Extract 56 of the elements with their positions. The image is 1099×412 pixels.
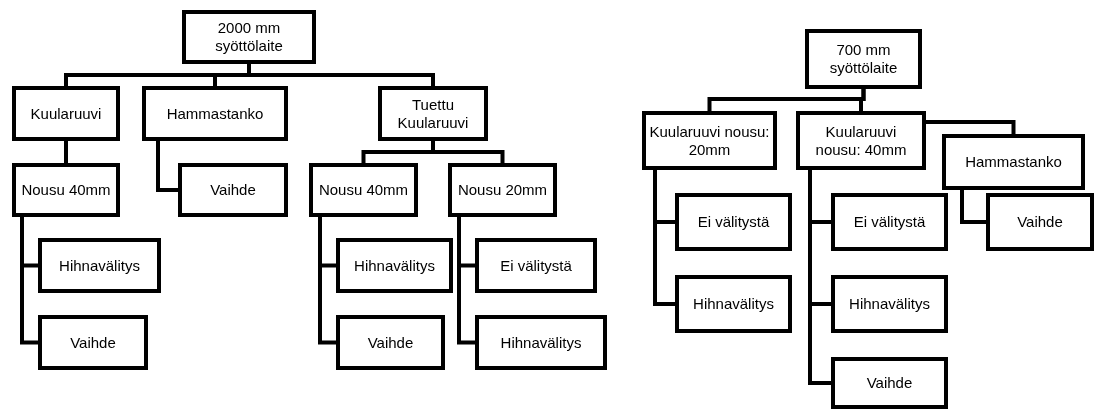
connector-line xyxy=(859,89,866,111)
tree-box xyxy=(378,86,488,141)
box-text: Ei välitystä xyxy=(697,213,770,231)
connector-line xyxy=(20,217,38,345)
box-text: 700 mm syöttölaite xyxy=(828,41,899,77)
tree-box xyxy=(12,86,120,141)
box-text: Kuularuuvi nousu: 40mm xyxy=(814,122,908,159)
box-text: Hihnavälitys xyxy=(500,333,582,352)
tree-box xyxy=(831,193,948,251)
connector-line xyxy=(318,217,336,345)
tree-box xyxy=(309,163,418,217)
tree-box xyxy=(831,357,948,409)
box-text: Tuettu Kuularuuvi xyxy=(396,95,470,132)
box-text: Hammastanko xyxy=(166,104,264,123)
box-text: Kuularuuvi xyxy=(30,104,102,123)
tree-box xyxy=(796,111,926,170)
tree-box xyxy=(448,163,557,217)
box-text: Nousu 40mm xyxy=(318,181,409,199)
tree-box xyxy=(38,238,161,293)
tree-box xyxy=(182,10,316,64)
connector-line xyxy=(64,141,68,163)
box-text: Nousu 40mm xyxy=(21,181,111,199)
box-text: Vaihde xyxy=(70,333,116,352)
box-text: Hihnavälitys xyxy=(849,295,930,313)
tree-box xyxy=(475,238,597,293)
tree-box xyxy=(336,315,445,370)
tree-box xyxy=(675,275,792,333)
connector-line xyxy=(457,217,475,345)
tree-box xyxy=(38,315,148,370)
tree-box xyxy=(986,193,1094,251)
connector-line xyxy=(156,141,178,192)
connector-line xyxy=(960,190,986,224)
tree-box xyxy=(475,315,607,370)
box-text: Ei välitystä xyxy=(853,213,926,231)
box-text: 2000 mm syöttölaite xyxy=(214,19,284,55)
box-text: Vaihde xyxy=(1017,213,1063,231)
box-text: Vaihde xyxy=(210,181,256,199)
tree-box xyxy=(942,134,1085,190)
box-text: Vaihde xyxy=(866,374,913,392)
box-text: Hihnavälitys xyxy=(59,256,140,275)
tree-box xyxy=(642,111,777,170)
box-text: Kuularuuvi nousu: 20mm xyxy=(648,122,771,159)
tree-box xyxy=(178,163,288,217)
box-text: Nousu 20mm xyxy=(457,181,548,199)
box-text: Vaihde xyxy=(367,333,414,352)
box-text: Hihnavälitys xyxy=(354,256,435,275)
tree-box xyxy=(336,238,453,293)
tree-box xyxy=(805,29,922,89)
tree-box xyxy=(142,86,288,141)
connector-line xyxy=(926,120,1016,134)
tree-box xyxy=(675,193,792,251)
tree-box xyxy=(12,163,120,217)
box-text: Ei välitystä xyxy=(500,256,572,275)
tree-box xyxy=(831,275,948,333)
box-text: Hihnavälitys xyxy=(693,295,774,313)
box-text: Hammastanko xyxy=(965,153,1062,171)
